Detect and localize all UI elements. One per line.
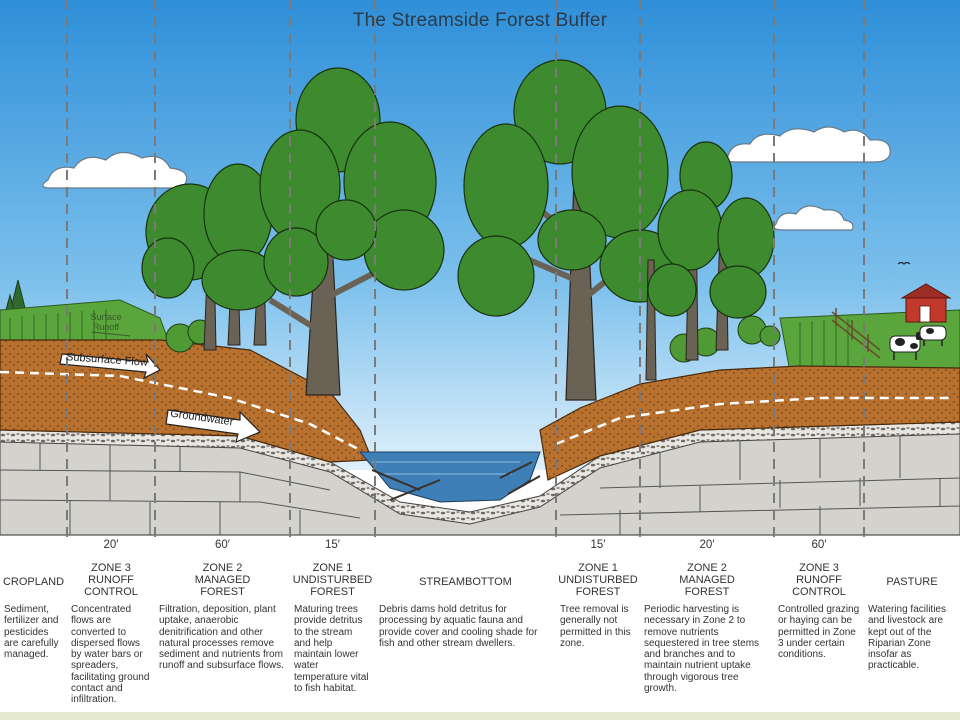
stream-debris: [371, 461, 541, 501]
hay-rows: [799, 319, 849, 370]
column-pasture: PASTURE Watering facilities and livestoc…: [864, 538, 960, 672]
zone-heading-line: ZONE 1: [312, 562, 353, 574]
zone-heading-line: CONTROL: [792, 586, 846, 598]
riparian-cross-section: [0, 0, 960, 540]
column-zone3-right: 60′ ZONE 3 RUNOFF CONTROL Controlled gra…: [774, 538, 864, 660]
zone-heading-line: PASTURE: [886, 576, 938, 588]
tree-icon: [259, 67, 445, 396]
column-zone1-right: 15′ ZONE 1 UNDISTURBED FOREST Tree remov…: [556, 538, 640, 649]
diagram-title: The Streamside Forest Buffer: [352, 10, 608, 31]
soil-right: [539, 365, 960, 481]
zone-description: Controlled grazing or haying can be perm…: [778, 604, 860, 661]
zone-width: 60′: [215, 539, 230, 551]
zone-heading-line: FOREST: [684, 586, 730, 598]
water-table-line: [0, 370, 361, 452]
fence: [831, 308, 881, 359]
pasture-field: [779, 309, 960, 373]
zone-heading-line: UNDISTURBED: [292, 574, 373, 586]
column-streambottom: STREAMBOTTOM Debris dams hold detritus f…: [375, 538, 556, 649]
zone-description: Watering facilities and livestock are ke…: [868, 604, 946, 672]
zone-heading: ZONE 3 RUNOFF CONTROL: [774, 562, 864, 598]
zone-heading-line: MANAGED: [194, 574, 251, 586]
surface-runoff-label: Surface Runoff: [90, 312, 122, 332]
zone-heading-line: RUNOFF: [796, 574, 842, 586]
gravel-band: [0, 421, 960, 525]
bedrock-cracks: [0, 432, 960, 535]
barn-icon: [900, 283, 952, 323]
zone-description: Tree removal is generally not permitted …: [560, 604, 631, 649]
zone-heading-line: FOREST: [575, 586, 621, 598]
zone-heading: PASTURE: [864, 576, 960, 598]
zone-heading: CROPLAND: [0, 576, 67, 598]
zone-heading: ZONE 2 MANAGED FOREST: [640, 562, 774, 598]
column-zone2-left: 60′ ZONE 2 MANAGED FOREST Filtration, de…: [155, 538, 290, 672]
zone-width: 20′: [699, 539, 715, 551]
zone-heading-line: ZONE 3: [91, 562, 131, 574]
zone-heading-line: ZONE 2: [202, 562, 243, 574]
column-zone2-right: 20′ ZONE 2 MANAGED FOREST Periodic harve…: [640, 538, 774, 694]
zone-width: 15′: [590, 539, 606, 551]
zone-heading: ZONE 1 UNDISTURBED FOREST: [556, 562, 640, 598]
zone-heading-line: FOREST: [200, 586, 245, 598]
zone-description: Periodic harvesting is necessary in Zone…: [644, 604, 760, 695]
zone-heading-line: CROPLAND: [2, 576, 65, 588]
zone-description: Filtration, deposition, plant uptake, an…: [159, 604, 284, 672]
zone-heading-line: ZONE 3: [799, 562, 839, 574]
zone-heading: STREAMBOTTOM: [375, 576, 556, 598]
zone-width: 60′: [811, 539, 827, 551]
tree-icon: [457, 59, 681, 401]
cow-icon: [919, 325, 947, 346]
surface-runoff-arrow: [91, 331, 131, 337]
zone-heading-line: STREAMBOTTOM: [419, 576, 512, 588]
stream-water: [358, 451, 541, 503]
zone-heading-line: ZONE 1: [578, 562, 618, 574]
zone-heading-line: UNDISTURBED: [558, 574, 638, 586]
zone-description: Sediment, fertilizer and pesticides are …: [4, 604, 59, 661]
groundwater-arrow: [165, 409, 262, 444]
zone-description: Debris dams hold detritus for processing…: [379, 604, 538, 649]
water-table-line: [555, 396, 950, 446]
zone-heading: ZONE 1 UNDISTURBED FOREST: [290, 562, 375, 598]
zone-heading-line: MANAGED: [679, 574, 735, 586]
zone-description: Maturing trees provide detritus to the s…: [294, 604, 369, 695]
zone-width: [375, 538, 556, 552]
zone-heading-line: RUNOFF: [88, 574, 134, 586]
zone-heading-line: FOREST: [310, 586, 355, 598]
cloud-icon: [773, 205, 854, 231]
zone-heading: ZONE 2 MANAGED FOREST: [155, 562, 290, 598]
zone-width: 20′: [103, 539, 119, 551]
zone-heading-line: ZONE 2: [687, 562, 727, 574]
tree-icon: [141, 163, 279, 351]
column-cropland: CROPLAND Sediment, fertilizer and pestic…: [0, 538, 67, 660]
bottom-bar: [0, 712, 960, 720]
zone-width: [864, 538, 960, 552]
cloud-icon: [724, 126, 891, 163]
column-zone1-left: 15′ ZONE 1 UNDISTURBED FOREST Maturing t…: [290, 538, 375, 694]
subsurface-flow-arrow: [59, 353, 161, 380]
column-zone3-left: 20′ ZONE 3 RUNOFF CONTROL Concentrated f…: [67, 538, 155, 706]
zone-heading-line: CONTROL: [84, 586, 138, 598]
zone-description: Concentrated flows are converted to disp…: [71, 604, 150, 706]
zone-width: [0, 538, 67, 552]
cropland-field: [0, 299, 171, 346]
tree-icon: [645, 141, 775, 381]
zone-width: 15′: [325, 539, 340, 551]
zone-heading: ZONE 3 RUNOFF CONTROL: [67, 562, 155, 598]
